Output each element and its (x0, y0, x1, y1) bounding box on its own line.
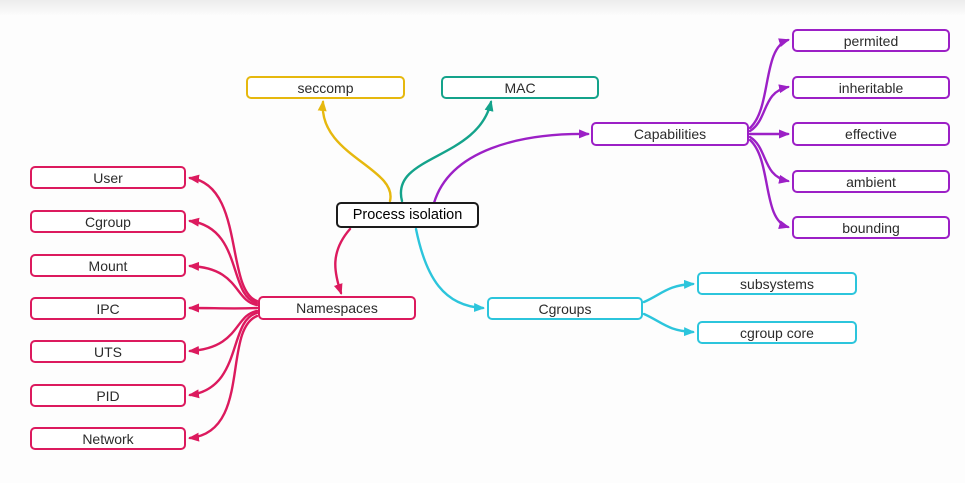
node-label-uts: UTS (94, 343, 122, 360)
node-mount[interactable]: Mount (30, 254, 186, 277)
edge-capabilities-to-permited (748, 38, 790, 130)
node-label-mount: Mount (88, 257, 128, 274)
edge-namespaces-to-cgroup (188, 217, 259, 305)
edge-namespaces-to-network (188, 314, 259, 442)
node-capabilities[interactable]: Capabilities (591, 122, 749, 146)
node-label-permited: permited (843, 32, 899, 49)
node-subsystems[interactable]: subsystems (697, 272, 857, 295)
node-label-subsystems: subsystems (740, 275, 814, 292)
node-cgroup-core[interactable]: cgroup core (697, 321, 857, 344)
node-cgroup[interactable]: Cgroup (30, 210, 186, 233)
node-label-mac: MAC (504, 79, 536, 96)
node-effective[interactable]: effective (792, 122, 950, 146)
node-label-effective: effective (845, 126, 897, 142)
node-label-ipc: IPC (96, 300, 120, 317)
edge-process-isolation-to-namespaces (333, 227, 352, 295)
edge-cgroups-to-cgroup-core (642, 312, 695, 337)
node-label-network: Network (82, 430, 134, 447)
node-process-isolation[interactable]: Process isolation (336, 202, 479, 228)
edge-process-isolation-to-capabilities (432, 129, 590, 205)
node-label-inheritable: inheritable (838, 79, 904, 96)
node-network[interactable]: Network (30, 427, 186, 450)
node-label-cgroups: Cgroups (538, 300, 592, 317)
node-mac[interactable]: MAC (441, 76, 599, 99)
node-permited[interactable]: permited (792, 29, 950, 52)
edge-process-isolation-to-mac (399, 100, 494, 203)
edge-process-isolation-to-cgroups (414, 227, 485, 313)
node-cgroups[interactable]: Cgroups (487, 297, 643, 320)
node-label-bounding: bounding (842, 219, 900, 236)
node-label-process-isolation: Process isolation (352, 207, 463, 223)
node-inheritable[interactable]: inheritable (792, 76, 950, 99)
node-uts[interactable]: UTS (30, 340, 186, 363)
node-pid[interactable]: PID (30, 384, 186, 407)
node-label-cgroup: Cgroup (85, 213, 131, 230)
node-ambient[interactable]: ambient (792, 170, 950, 193)
node-label-namespaces: Namespaces (296, 300, 378, 316)
node-label-ambient: ambient (846, 173, 896, 190)
node-label-seccomp: seccomp (297, 79, 354, 96)
node-user[interactable]: User (30, 166, 186, 189)
node-ipc[interactable]: IPC (30, 297, 186, 320)
node-seccomp[interactable]: seccomp (246, 76, 405, 99)
node-label-pid: PID (96, 387, 120, 404)
edge-capabilities-to-bounding (748, 138, 790, 229)
edge-cgroups-to-subsystems (642, 279, 695, 304)
edge-namespaces-to-pid (188, 311, 259, 399)
node-label-capabilities: Capabilities (633, 126, 707, 142)
node-namespaces[interactable]: Namespaces (258, 296, 416, 320)
node-bounding[interactable]: bounding (792, 216, 950, 239)
edge-namespaces-to-user (188, 174, 259, 303)
node-label-user: User (93, 169, 123, 186)
edge-process-isolation-to-seccomp (317, 100, 392, 203)
node-label-cgroup-core: cgroup core (740, 324, 814, 341)
edge-capabilities-to-inheritable (748, 84, 790, 133)
edge-capabilities-to-ambient (748, 135, 790, 184)
edge-namespaces-to-mount (188, 261, 259, 307)
edge-namespaces-to-uts (188, 309, 259, 355)
